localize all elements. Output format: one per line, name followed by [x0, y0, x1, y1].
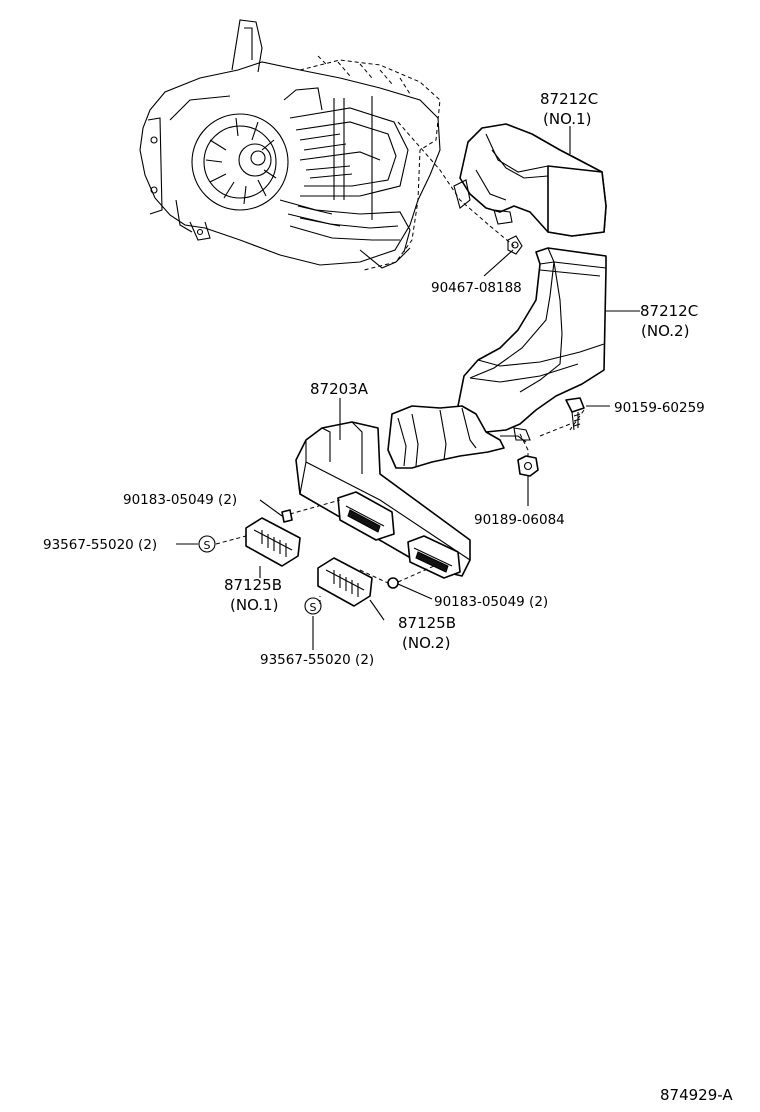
screw-lower — [387, 577, 399, 589]
svg-text:S: S — [310, 601, 317, 614]
duct-no1 — [453, 123, 607, 237]
seal-symbol-upper: S — [198, 535, 216, 553]
label-duct-main: 87203A — [310, 380, 369, 398]
label-clip: 90467-08188 — [431, 280, 522, 296]
register-no2 — [317, 557, 373, 607]
label-register-no1-sub: (NO.1) — [230, 596, 278, 614]
label-duct-no2-part: 87212C — [640, 302, 698, 320]
svg-text:S: S — [204, 539, 211, 552]
part-labels: 87212C (NO.1) 90467-08188 87212C (NO.2) … — [43, 90, 733, 1104]
label-duct-no1-sub: (NO.1) — [543, 110, 591, 128]
label-duct-no1-part: 87212C — [540, 90, 598, 108]
figure-id: 874929-A — [660, 1086, 733, 1104]
label-seal-upper: 93567-55020 (2) — [43, 537, 157, 553]
label-duct-no2-sub: (NO.2) — [641, 322, 689, 340]
label-seal-lower: 93567-55020 (2) — [260, 652, 374, 668]
leader-lines — [176, 126, 640, 650]
bolt-fastener — [565, 397, 585, 431]
duct-no2 — [387, 247, 607, 469]
nut-fastener — [517, 455, 539, 477]
label-bolt: 90159-60259 — [614, 400, 705, 416]
duct-main — [295, 421, 471, 579]
label-nut: 90189-06084 — [474, 512, 565, 528]
seal-symbol-lower: S — [304, 597, 322, 615]
label-screw-upper: 90183-05049 (2) — [123, 492, 237, 508]
register-no1 — [245, 517, 301, 567]
alignment-lines — [215, 121, 585, 604]
clip-fastener — [507, 235, 523, 255]
screw-upper — [281, 509, 293, 523]
label-screw-lower: 90183-05049 (2) — [434, 594, 548, 610]
label-register-no2-part: 87125B — [398, 614, 456, 632]
heater-unit-assembly — [139, 19, 441, 271]
label-register-no1-part: 87125B — [224, 576, 282, 594]
label-register-no2-sub: (NO.2) — [402, 634, 450, 652]
